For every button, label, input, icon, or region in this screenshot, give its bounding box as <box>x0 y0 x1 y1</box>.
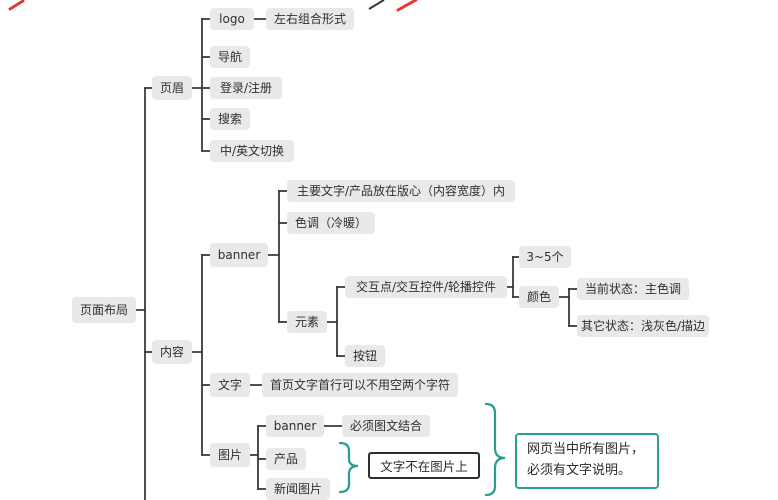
node-image-banner-rule: 必须图文结合 <box>342 415 430 437</box>
node-image-news: 新闻图片 <box>266 478 330 500</box>
node-content: 内容 <box>152 340 192 364</box>
node-interactive-widgets: 交互点/交互控件/轮播控件 <box>345 276 507 298</box>
node-lang-switch: 中/英文切换 <box>210 140 294 162</box>
node-banner: banner <box>210 243 268 267</box>
node-header: 页眉 <box>152 76 192 100</box>
node-image-product: 产品 <box>266 448 306 470</box>
node-logo: logo <box>210 8 254 30</box>
node-banner-main-text: 主要文字/产品放在版心（内容宽度）内 <box>287 180 515 202</box>
node-color: 颜色 <box>519 286 559 308</box>
node-logo-form: 左右组合形式 <box>266 8 354 30</box>
brace-small-icon <box>338 441 359 494</box>
node-elements: 元素 <box>287 311 327 333</box>
red-pen-mark-icon <box>396 0 418 12</box>
node-login-register: 登录/注册 <box>210 77 282 99</box>
node-image: 图片 <box>210 443 250 467</box>
node-text-rule: 首页文字首行可以不用空两个字符 <box>262 373 458 397</box>
node-banner-tone: 色调（冷暖） <box>287 212 375 234</box>
node-color-other-state: 其它状态：浅灰色/描边 <box>577 315 709 337</box>
callout-text-not-on-image: 文字不在图片上 <box>368 452 480 479</box>
node-search: 搜索 <box>210 108 250 130</box>
cutoff-connector-icon <box>368 0 385 10</box>
node-image-banner: banner <box>266 415 324 437</box>
node-widget-count: 3~5个 <box>519 246 571 268</box>
red-pen-mark-icon <box>8 0 25 11</box>
node-button: 按钮 <box>345 345 385 367</box>
node-color-current-state: 当前状态：主色调 <box>577 278 689 300</box>
callout-caption-required: 网页当中所有图片，必须有文字说明。 <box>515 433 659 489</box>
node-text: 文字 <box>210 373 250 397</box>
brace-large-icon <box>484 402 506 497</box>
node-page-layout: 页面布局 <box>72 297 136 323</box>
node-nav: 导航 <box>210 46 250 68</box>
